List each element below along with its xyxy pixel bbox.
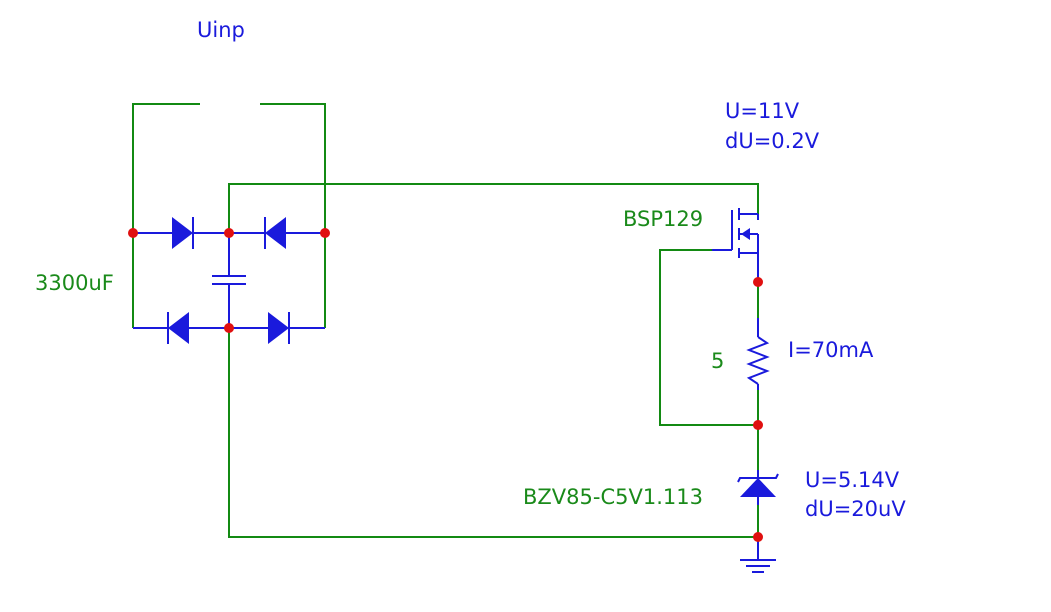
diode-top-right — [229, 217, 325, 249]
wiring — [132, 103, 759, 538]
diode-top-left — [133, 217, 229, 249]
node — [753, 420, 763, 430]
diode-bottom-left — [133, 312, 229, 344]
diode-bottom-right — [229, 312, 325, 344]
source-label: Uinp — [197, 18, 245, 42]
node — [753, 277, 763, 287]
capacitor — [212, 233, 246, 328]
zener-label: BZV85-C5V1.113 — [523, 485, 703, 509]
ground-icon — [740, 537, 776, 573]
mosfet — [712, 208, 759, 282]
node — [128, 228, 138, 238]
node — [224, 323, 234, 333]
resistor-label: 5 — [711, 349, 724, 373]
supply-ripple-label: dU=0.2V — [725, 129, 820, 153]
output-ripple-label: dU=20uV — [805, 497, 906, 521]
supply-voltage-label: U=11V — [725, 99, 800, 123]
capacitor-label: 3300uF — [35, 271, 114, 295]
mosfet-label: BSP129 — [623, 207, 703, 231]
resistor — [746, 318, 770, 390]
node — [320, 228, 330, 238]
zener-diode — [737, 470, 779, 505]
node — [224, 228, 234, 238]
output-voltage-label: U=5.14V — [805, 468, 900, 492]
node — [753, 532, 763, 542]
junction-nodes — [128, 228, 763, 542]
current-label: I=70mA — [788, 338, 874, 362]
